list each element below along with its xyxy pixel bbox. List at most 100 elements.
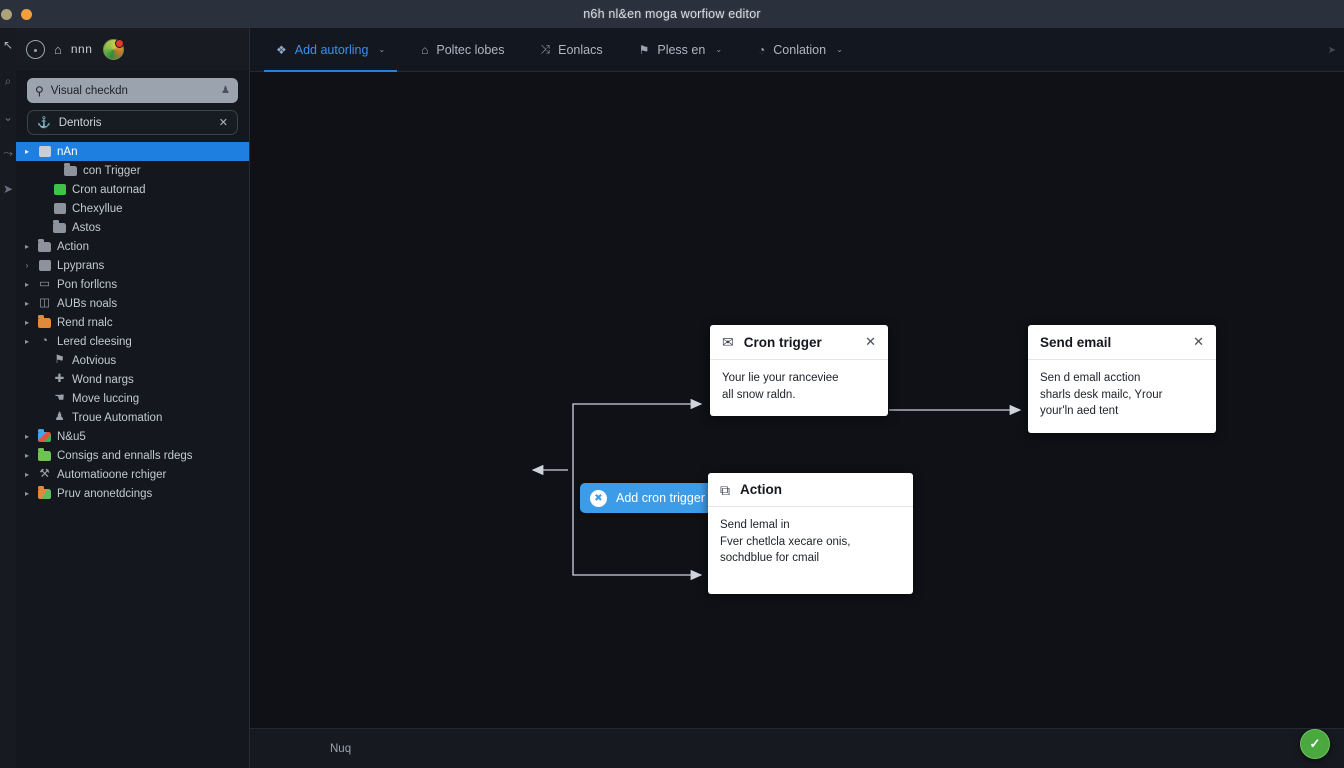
filter-value: Dentoris bbox=[58, 116, 102, 129]
connector-wires bbox=[531, 398, 1022, 581]
close-icon[interactable]: ✕ bbox=[1193, 334, 1204, 349]
twisty-icon[interactable]: ▸ bbox=[24, 242, 29, 251]
window-title: n6h nl&en moga worfiow editor bbox=[583, 7, 761, 21]
twisty-icon[interactable]: ▸ bbox=[24, 451, 29, 460]
twisty-icon[interactable]: ▸ bbox=[24, 318, 29, 327]
node-cron-trigger[interactable]: ✉Cron trigger✕Your lie your ranceviee al… bbox=[710, 325, 888, 417]
tree-item[interactable]: ▸Action bbox=[16, 237, 249, 256]
twisty-icon[interactable]: ▸ bbox=[24, 299, 29, 308]
confirm-fab[interactable]: ✓ bbox=[1300, 729, 1330, 759]
branch-icon[interactable]: ⤳ bbox=[3, 145, 13, 160]
tree-item[interactable]: ▸▭Pon forllcns bbox=[16, 275, 249, 294]
tree-item-label: Lered cleesing bbox=[57, 335, 132, 348]
node-header[interactable]: ✉Cron trigger✕ bbox=[710, 325, 888, 360]
tree-item[interactable]: ▸ Consigs and ennalls rdegs bbox=[16, 446, 249, 465]
tree-item[interactable]: Cron autornad bbox=[16, 180, 249, 199]
node-body: Send lemal in Fver chetlcla xecare onis,… bbox=[720, 519, 851, 565]
avatar[interactable] bbox=[103, 38, 125, 60]
tree-item[interactable]: ▸ Rend rnalc bbox=[16, 313, 249, 332]
envelope-icon: ✉ bbox=[722, 334, 734, 350]
chevron-down-icon[interactable]: ⌄ bbox=[715, 45, 723, 54]
tree-item[interactable]: ⚑Aotvious bbox=[16, 351, 249, 370]
maximize-dot[interactable] bbox=[21, 8, 32, 20]
twisty-icon[interactable]: ▸ bbox=[24, 432, 29, 441]
node-header[interactable]: Send email ✕ bbox=[1028, 325, 1216, 360]
search-icon: ⚲ bbox=[35, 83, 44, 98]
tree-item[interactable]: ▸Pruv anonetdcings bbox=[16, 484, 249, 503]
twisty-icon[interactable]: › bbox=[25, 261, 29, 270]
search-value: Visual checkdn bbox=[50, 84, 128, 97]
tree-item-label: Aotvious bbox=[72, 354, 117, 367]
workflow-canvas[interactable]: ✖ Add cron trigger ✕ ✉Cron trigger✕Your … bbox=[250, 72, 1344, 727]
folder-orange-green-icon bbox=[37, 486, 52, 499]
twisty-icon[interactable]: ▸ bbox=[24, 147, 29, 156]
shuffle-icon: ⤨ bbox=[540, 42, 551, 56]
tree-item[interactable]: ▸◔Lered cleesing bbox=[16, 332, 249, 351]
node-title: Action bbox=[740, 482, 782, 497]
folder-green-icon bbox=[37, 448, 52, 461]
tree-item[interactable]: ✚Wond nargs bbox=[16, 370, 249, 389]
search-container: ⚲ Visual checkdn ♟ bbox=[16, 70, 249, 103]
tree-item-label: nAn bbox=[57, 145, 78, 158]
sidebar-header: ⌂ nnn bbox=[16, 28, 249, 70]
sidebar-header-label: nnn bbox=[70, 42, 93, 56]
filter-chip[interactable]: ⚓ Dentoris ✕ bbox=[27, 110, 238, 135]
node-header[interactable]: ⧉Action bbox=[708, 473, 913, 507]
folder-multicolor-icon bbox=[37, 429, 52, 442]
close-icon[interactable]: ✕ bbox=[218, 117, 228, 129]
folder-icon bbox=[37, 239, 52, 252]
search-input[interactable]: ⚲ Visual checkdn ♟ bbox=[27, 78, 238, 103]
chevron-icon[interactable]: ⌄ bbox=[2, 110, 14, 124]
tree-item[interactable]: ▸N&u5 bbox=[16, 427, 249, 446]
tab-overflow-chevron-right-icon[interactable]: ➤ bbox=[1327, 44, 1336, 56]
hand-icon: ☚ bbox=[54, 391, 65, 404]
twisty-icon[interactable]: ▸ bbox=[24, 470, 29, 479]
tree-item-label: Rend rnalc bbox=[57, 316, 113, 329]
twisty-icon[interactable]: ▸ bbox=[24, 337, 29, 346]
tab-4[interactable]: ◔Conlation⌄ bbox=[740, 28, 861, 71]
chevron-down-icon[interactable]: ⌄ bbox=[378, 45, 386, 54]
close-icon[interactable]: ✕ bbox=[865, 334, 876, 349]
clock-icon[interactable] bbox=[26, 39, 45, 59]
tree-item[interactable]: ▸ nAn bbox=[16, 142, 249, 161]
tree-item[interactable]: Astos bbox=[16, 218, 249, 237]
person-icon[interactable]: ♟ bbox=[221, 85, 230, 96]
twisty-icon[interactable]: ▸ bbox=[24, 489, 29, 498]
tab-1[interactable]: ⌂Poltec lobes bbox=[403, 28, 522, 71]
chevron-down-icon[interactable]: ⌄ bbox=[836, 45, 843, 54]
tree-item-label: Consigs and ennalls rdegs bbox=[57, 449, 193, 462]
tab-2[interactable]: ⤨Eonlacs bbox=[523, 28, 621, 71]
cursor-arrow-icon[interactable]: ↖ bbox=[2, 38, 14, 52]
tree-item-label: Wond nargs bbox=[72, 373, 134, 386]
minimize-dot[interactable] bbox=[1, 8, 12, 20]
activity-bar: ↖ ⌕ ⌄ ⤳ ➤ bbox=[0, 28, 16, 768]
wrench-icon: ⚒ bbox=[39, 467, 50, 480]
filter-container: ⚓ Dentoris ✕ bbox=[16, 103, 249, 135]
tab-label: Conlation bbox=[773, 42, 827, 57]
pointer-icon[interactable]: ➤ bbox=[2, 182, 14, 196]
add-cron-trigger-button[interactable]: ✖ Add cron trigger ✕ bbox=[580, 483, 774, 513]
tree-item[interactable]: ♟Troue Automation bbox=[16, 408, 249, 427]
tree-item[interactable]: ▸◫AUBs noals bbox=[16, 294, 249, 313]
puzzle-icon: ❖ bbox=[276, 42, 287, 57]
window-controls[interactable] bbox=[0, 8, 32, 20]
tree-item-label: Move luccing bbox=[72, 392, 140, 405]
node-send-email[interactable]: Send email✕Sen d emall acction sharls de… bbox=[1028, 325, 1216, 434]
pin-icon: ⚓ bbox=[37, 117, 51, 129]
tree-item[interactable]: Chexyllue bbox=[16, 199, 249, 218]
tab-3[interactable]: ⚑Pless en⌄ bbox=[621, 28, 740, 71]
tree-item[interactable]: ☚ Move luccing bbox=[16, 389, 249, 408]
tree-item[interactable]: ▸⚒Automatioone rchiger bbox=[16, 465, 249, 484]
tree-item[interactable]: con Trigger bbox=[16, 161, 249, 180]
node-title: Send email bbox=[1040, 334, 1112, 350]
tree-item[interactable]: ›Lpyprans bbox=[16, 256, 249, 275]
stamp-icon: ♟ bbox=[54, 410, 65, 423]
tab-0[interactable]: ❖Add autorling⌄ bbox=[258, 28, 403, 72]
home-icon[interactable]: ⌂ bbox=[54, 41, 62, 57]
search-icon[interactable]: ⌕ bbox=[4, 73, 12, 88]
tree-item-label: Pon forllcns bbox=[57, 278, 118, 291]
tab-label: Poltec lobes bbox=[436, 42, 505, 57]
twisty-icon[interactable]: ▸ bbox=[24, 280, 29, 289]
